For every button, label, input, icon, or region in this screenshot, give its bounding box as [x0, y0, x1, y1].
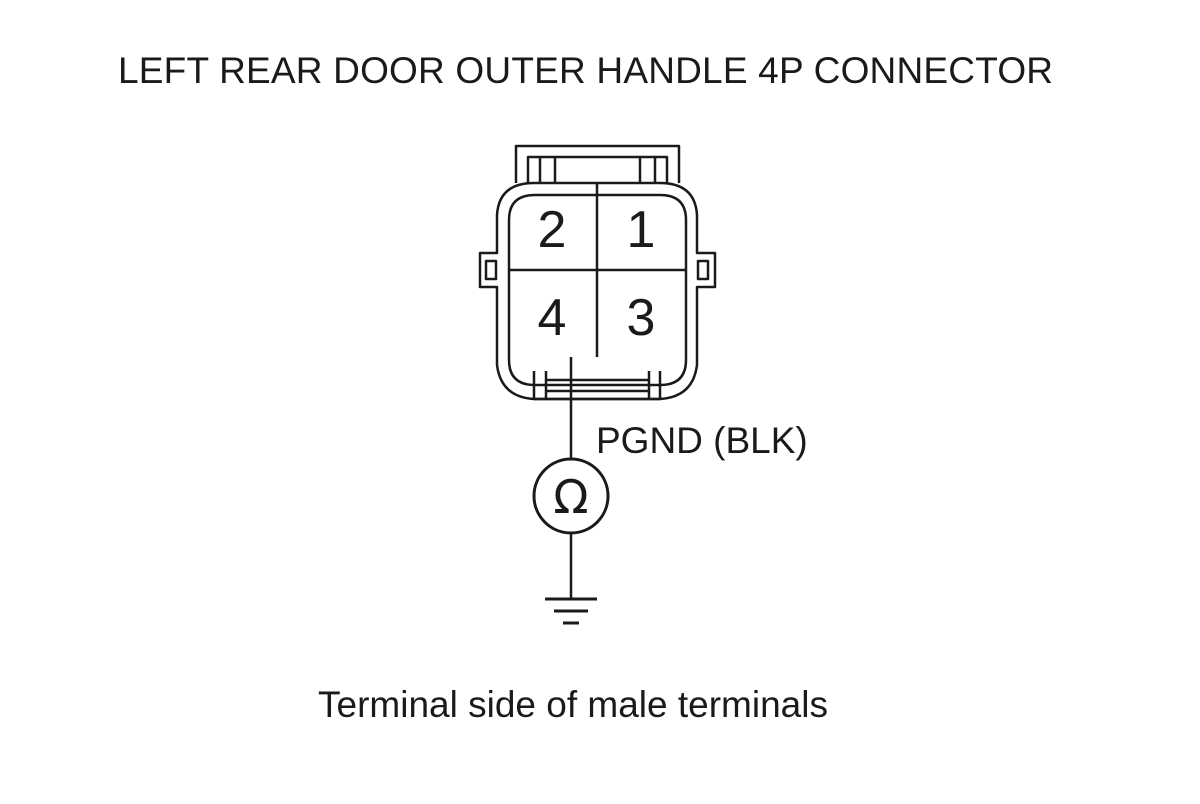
ground-icon [545, 597, 597, 625]
terminal-2-label: 2 [538, 201, 567, 259]
terminal-4-label: 4 [538, 289, 567, 347]
diagram-title: LEFT REAR DOOR OUTER HANDLE 4P CONNECTOR [118, 50, 1054, 91]
terminal-3-label: 3 [627, 289, 656, 347]
connector-housing [478, 144, 717, 401]
terminal-1-label: 1 [627, 201, 656, 259]
diagram-caption: Terminal side of male terminals [318, 684, 828, 725]
wire-label: PGND (BLK) [596, 420, 808, 461]
ohmmeter-icon: Ω [532, 457, 610, 535]
ohm-symbol: Ω [553, 470, 588, 524]
